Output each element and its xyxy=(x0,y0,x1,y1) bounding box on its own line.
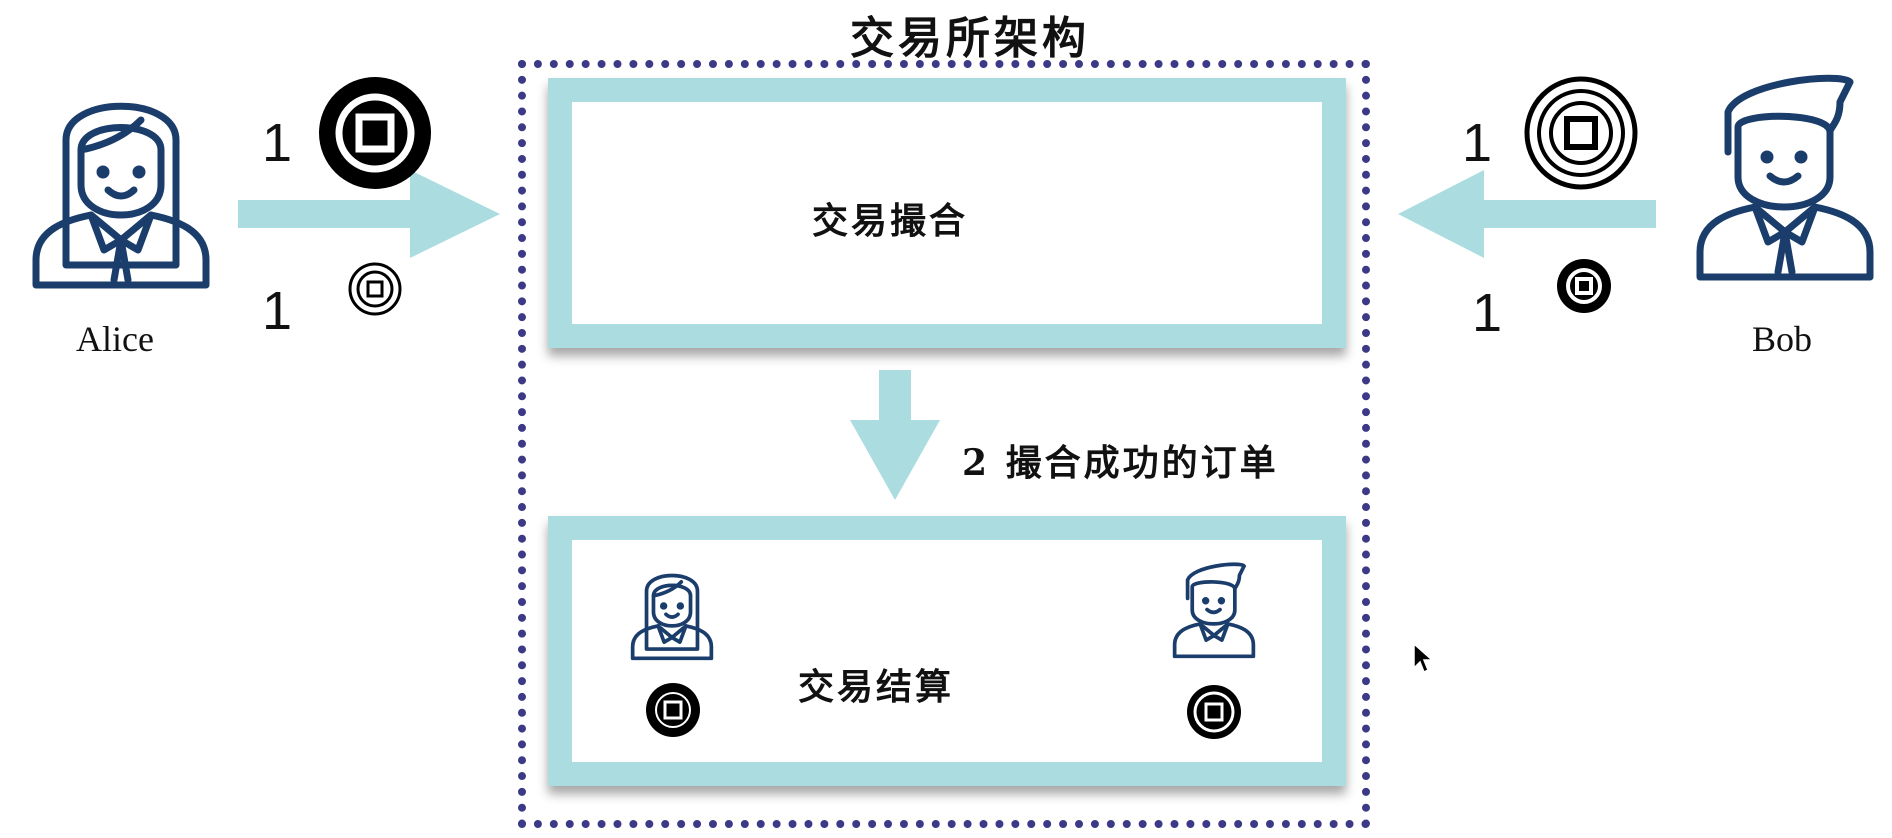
bob-bottom-amount: 1 xyxy=(1472,283,1503,343)
person-female-icon xyxy=(26,80,216,290)
matching-label: 交易撮合 xyxy=(812,200,969,242)
bob-top-amount: 1 xyxy=(1462,113,1493,173)
exchange-frame xyxy=(518,60,1370,828)
person-male-icon xyxy=(1690,72,1880,282)
diagram-title: 交易所架构 xyxy=(850,13,1090,64)
coin-icon xyxy=(1524,76,1638,190)
alice-top-amount: 1 xyxy=(262,113,293,173)
alice-name: Alice xyxy=(76,319,154,359)
person-female-icon xyxy=(628,562,716,662)
flow-label: 2 撮合成功的订单 xyxy=(962,442,1279,484)
settlement-label: 交易结算 xyxy=(798,666,955,708)
settlement-box: 交易结算 xyxy=(548,516,1346,786)
arrow-down-icon xyxy=(850,370,940,500)
cursor-icon xyxy=(1412,642,1434,674)
coin-icon xyxy=(645,682,701,738)
matching-box: 交易撮合 xyxy=(548,78,1346,348)
arrow-right-icon xyxy=(238,170,500,258)
coin-icon xyxy=(348,262,402,316)
bob-name: Bob xyxy=(1752,319,1813,359)
coin-icon xyxy=(318,76,432,190)
alice-bottom-amount: 1 xyxy=(262,281,293,341)
coin-icon xyxy=(1186,684,1242,740)
coin-icon xyxy=(1556,258,1612,314)
arrow-left-icon xyxy=(1398,170,1656,258)
person-male-icon xyxy=(1170,560,1258,660)
